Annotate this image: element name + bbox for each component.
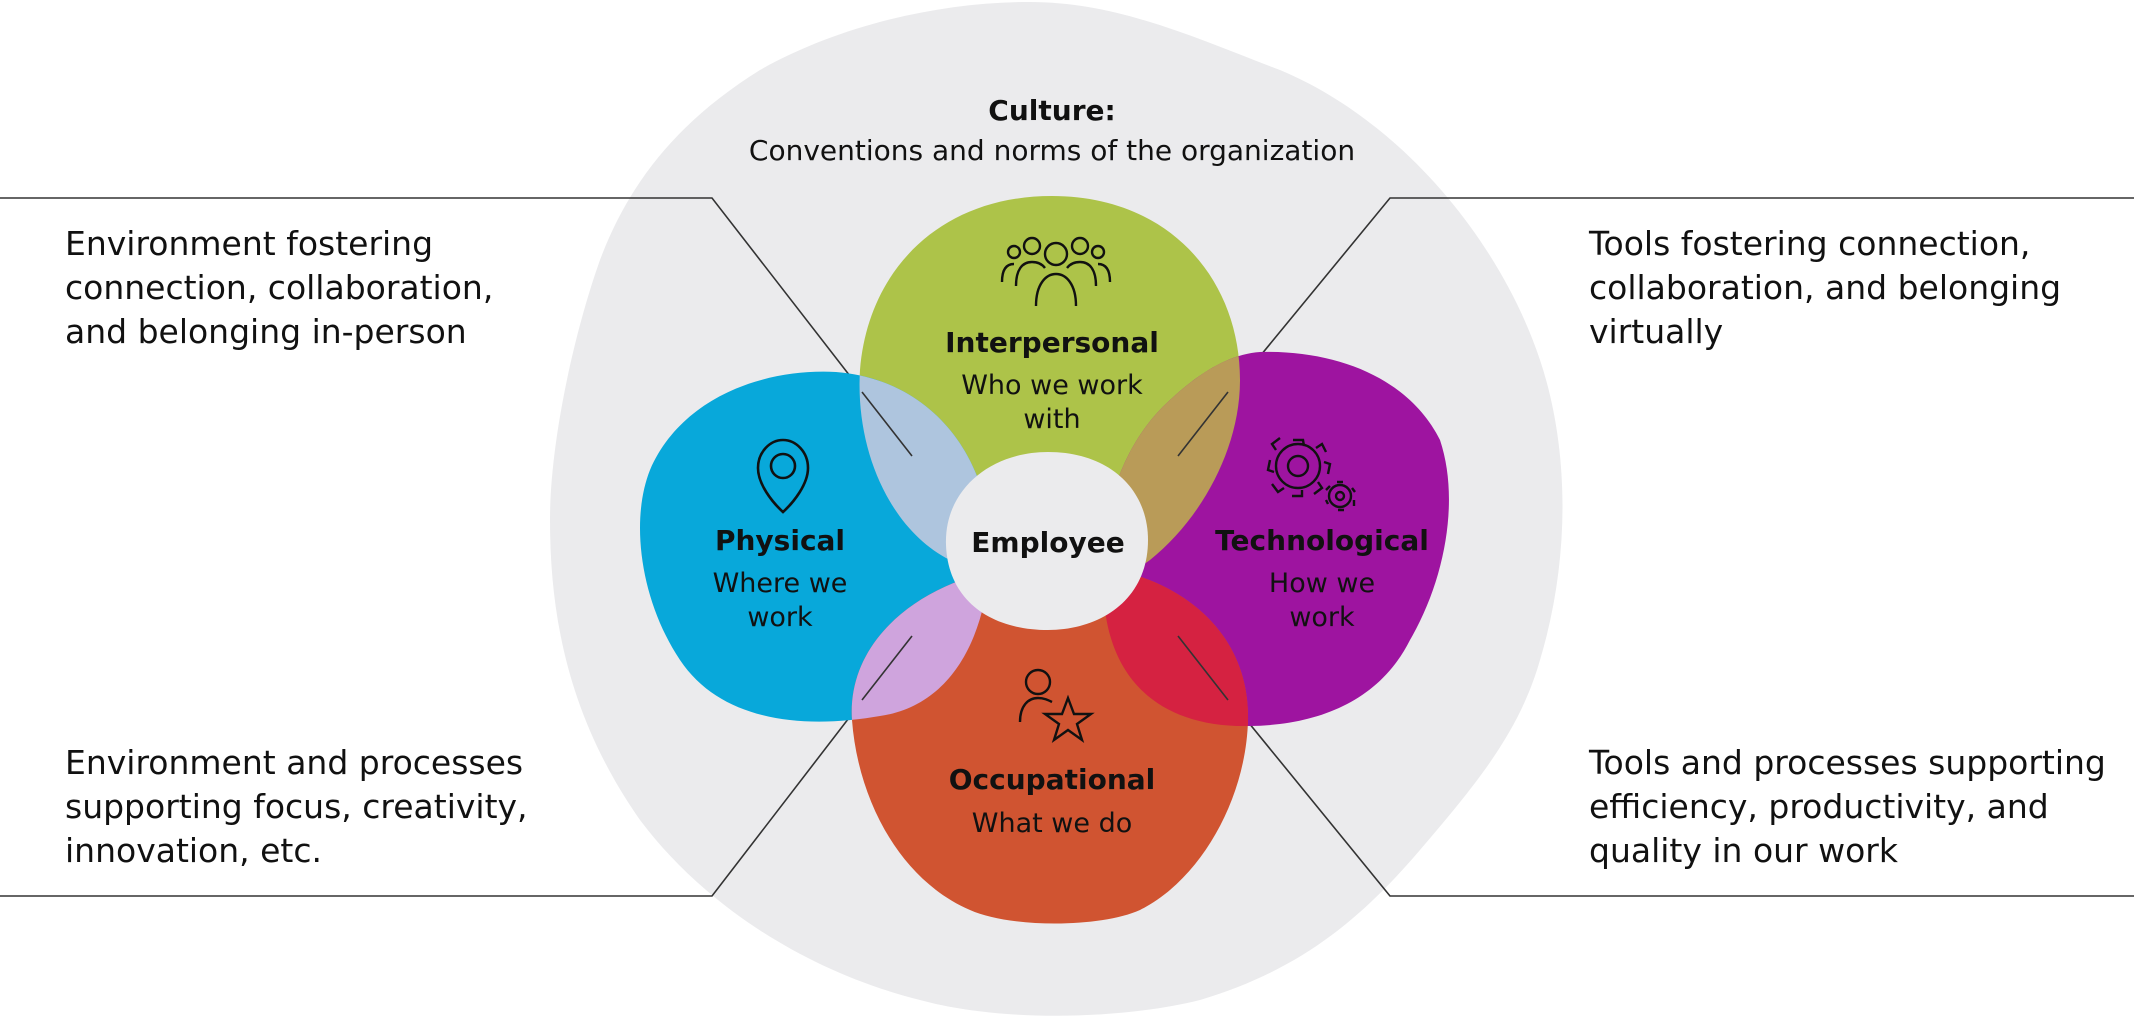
physical-desc-line-1: Where we [713, 568, 848, 599]
technological-desc-line-2: work [1289, 602, 1355, 633]
connector-top-left-inner [861, 391, 913, 457]
note-top-left: Environment fostering connection, collab… [65, 222, 493, 354]
note-bottom-left-line-3: innovation, etc. [65, 831, 323, 870]
overlap-interpersonal-physical [859, 371, 991, 583]
note-top-left-line-3: and belonging in-person [65, 312, 467, 351]
culture-subtitle: Conventions and norms of the organizatio… [749, 134, 1355, 167]
note-bottom-right-line-2: efficiency, productivity, and [1589, 787, 2049, 826]
occupational-desc-line-1: What we do [972, 808, 1132, 839]
interpersonal-title: Interpersonal [945, 326, 1159, 359]
note-top-right-line-1: Tools fostering connection, [1589, 224, 2031, 263]
employee-label: Employee [971, 526, 1124, 559]
note-bottom-right: Tools and processes supporting efficienc… [1589, 741, 2106, 873]
overlap-physical-occupational [851, 563, 991, 722]
person-star-icon [1018, 668, 1095, 744]
connector-top-left [0, 197, 913, 457]
gears-icon [1266, 437, 1356, 512]
interpersonal-desc-line-2: with [1023, 404, 1080, 435]
note-bottom-left-line-1: Environment and processes [65, 743, 524, 782]
connector-bottom-left [0, 635, 913, 897]
occupational-title: Occupational [949, 763, 1156, 796]
note-top-left-line-2: connection, collaboration, [65, 268, 494, 307]
employee-center [945, 452, 1148, 630]
overlap-interpersonal-technological [1102, 351, 1240, 583]
physical-desc-line-2: work [747, 602, 813, 633]
note-top-right: Tools fostering connection, collaboratio… [1589, 222, 2061, 354]
note-bottom-left-line-2: supporting focus, creativity, [65, 787, 528, 826]
technological-desc-line-1: How we [1269, 568, 1375, 599]
people-group-icon [1000, 236, 1112, 307]
physical-title: Physical [715, 524, 845, 557]
overlap-technological-occupational [1102, 563, 1249, 727]
location-pin-icon [756, 438, 810, 514]
note-top-right-line-2: collaboration, and belonging [1589, 268, 2062, 307]
connector-top-right-inner [1177, 391, 1229, 457]
note-bottom-right-line-1: Tools and processes supporting [1589, 743, 2106, 782]
note-bottom-left: Environment and processes supporting foc… [65, 741, 528, 873]
note-bottom-right-line-3: quality in our work [1589, 831, 1898, 870]
note-top-left-line-1: Environment fostering [65, 224, 434, 263]
interpersonal-desc-line-1: Who we work [961, 370, 1143, 401]
connector-bottom-right-inner [1177, 635, 1229, 701]
note-top-right-line-3: virtually [1589, 312, 1724, 351]
culture-title: Culture: [988, 94, 1115, 127]
technological-title: Technological [1215, 524, 1429, 557]
connector-bottom-left-inner [861, 635, 913, 701]
